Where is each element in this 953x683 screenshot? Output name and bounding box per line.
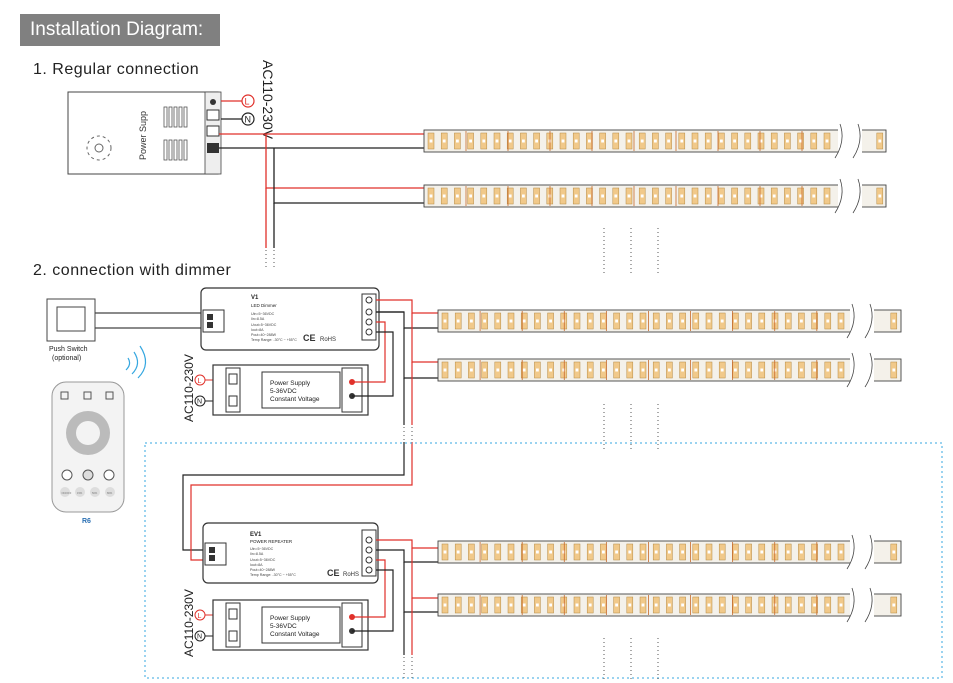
push-switch-note: (optional) [52,355,81,362]
wireless-signal-icon [125,345,147,379]
svg-text:Iout=8A: Iout=8A [251,328,264,332]
svg-text:Temp Range: -30°C ~ +55°C: Temp Range: -30°C ~ +55°C [250,573,296,577]
section-regular-connection: 1. Regular connection [33,61,200,78]
svg-text:L: L [198,613,202,620]
remote-model: R6 [82,518,91,525]
diagram-title: Installation Diagram: [20,14,220,46]
push-switch [46,298,205,342]
remote-btn-1: ON/OFF [62,491,72,495]
psu2-line3: Constant Voltage [270,396,320,403]
svg-text:Pout=40~288W: Pout=40~288W [250,568,276,572]
led-strip [423,123,887,159]
svg-text:N: N [197,634,202,641]
dimmer-model: V1 [251,295,259,301]
live-terminal-1: L [245,97,250,107]
power-supply-regular: Power Supp [67,91,222,175]
ce-mark-1: CE [303,333,316,343]
led-strip [437,352,902,388]
led-strips-regular [423,123,887,214]
ac-input-label-3: AC110-230V [182,589,196,657]
ac-input-label-2: AC110-230V [182,354,196,422]
remote-center-button [82,469,94,481]
repeater-name: POWER REPEATER [250,539,293,544]
rohs-mark-1: RoHS [320,337,336,343]
svg-text:Iout=8A: Iout=8A [250,563,263,567]
svg-text:5-36VDC: 5-36VDC [270,623,297,630]
remote-left-button [61,469,73,481]
remote-right-button [103,469,115,481]
continuation-dots [603,228,659,680]
svg-text:Uout=5~36VDC: Uout=5~36VDC [251,323,277,327]
led-strip [437,303,902,339]
remote-control: ON/OFF 15% 50% 80% [51,381,125,513]
svg-text:Pout=40~288W: Pout=40~288W [251,333,277,337]
psu2-line1: Power Supply [270,380,311,387]
remote-btn-4: 80% [107,491,113,495]
svg-text:Uout=5~36VDC: Uout=5~36VDC [250,558,276,562]
svg-text:Power Supply: Power Supply [270,615,311,622]
power-supply-repeater: Power Supply 5-36VDC Constant Voltage [212,599,369,651]
remote-btn-3: 50% [92,491,98,495]
svg-text:N: N [197,399,202,406]
dimmer-name: LED Dimmer [251,303,277,308]
ce-mark-2: CE [327,568,340,578]
neutral-terminal-1: N [245,115,252,125]
svg-text:Uin=5~36VDC: Uin=5~36VDC [250,547,274,551]
svg-text:Iin=8.5A: Iin=8.5A [251,317,265,321]
svg-text:Uin=5~36VDC: Uin=5~36VDC [251,312,275,316]
power-repeater: EV1 POWER REPEATER Uin=5~36VDC Iin=8.5A … [202,522,379,584]
ac-input-label-1: AC110-230V [260,60,276,140]
svg-text:Temp Range: -30°C ~ +55°C: Temp Range: -30°C ~ +55°C [251,338,297,342]
led-strips-dimmer [437,303,902,623]
svg-text:L: L [198,378,202,385]
led-strip [437,587,902,623]
svg-text:Iin=8.5A: Iin=8.5A [250,552,264,556]
psu2-line2: 5-36VDC [270,388,297,395]
led-strip [437,534,902,570]
repeater-model: EV1 [250,532,262,538]
repeater-extension-frame [144,442,943,679]
push-switch-label: Push Switch [49,346,88,353]
power-supply-dimmer: Power Supply 5-36VDC Constant Voltage [212,364,369,416]
section-dimmer-connection: 2. connection with dimmer [33,262,232,279]
svg-text:Constant Voltage: Constant Voltage [270,631,320,638]
rohs-mark-2: RoHS [343,572,359,578]
power-supply-label: Power Supp [138,111,148,160]
led-strip [423,178,887,214]
remote-btn-2: 15% [77,491,83,495]
dimmer-controller: V1 LED Dimmer Uin=5~36VDC Iin=8.5A Uout=… [200,287,380,351]
